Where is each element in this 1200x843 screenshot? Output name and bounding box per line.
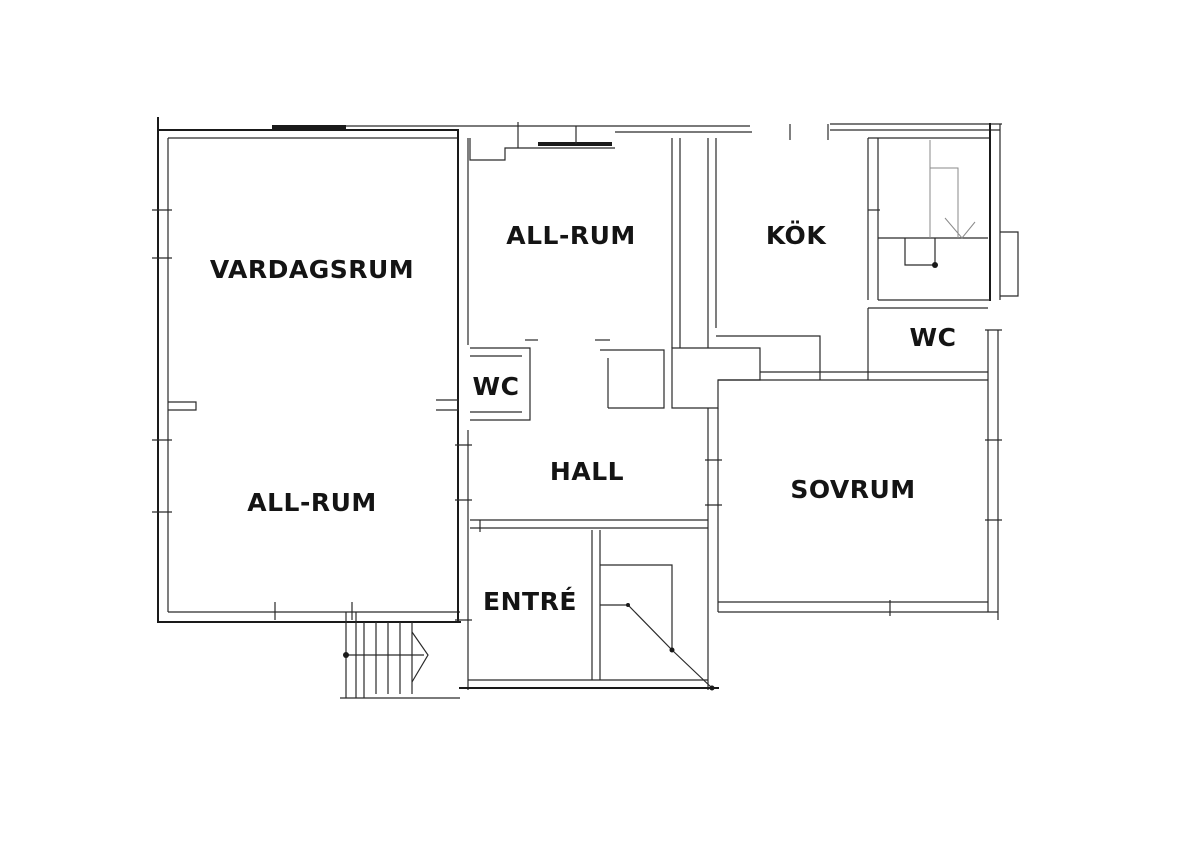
room-label-wc-right: WC	[910, 323, 957, 352]
room-label-vardagsrum: VARDAGSRUM	[210, 255, 414, 284]
outer-walls	[157, 117, 1019, 690]
wall-ticks	[152, 122, 1002, 621]
room-label-all-rum-top: ALL-RUM	[506, 221, 636, 250]
room-label-sovrum: SOVRUM	[790, 475, 915, 504]
room-label-wc-left: WC	[473, 372, 520, 401]
room-label-all-rum-bottom: ALL-RUM	[247, 488, 377, 517]
exterior-stairs	[340, 612, 460, 699]
room-label-kok: KÖK	[766, 220, 828, 250]
interior-walls	[459, 138, 998, 690]
room-label-entre: ENTRÉ	[483, 587, 577, 616]
room-labels: VARDAGSRUM ALL-RUM KÖK WC WC HALL SOVRUM…	[210, 220, 957, 616]
plan-dots	[626, 262, 938, 691]
room-label-hall: HALL	[550, 457, 624, 486]
